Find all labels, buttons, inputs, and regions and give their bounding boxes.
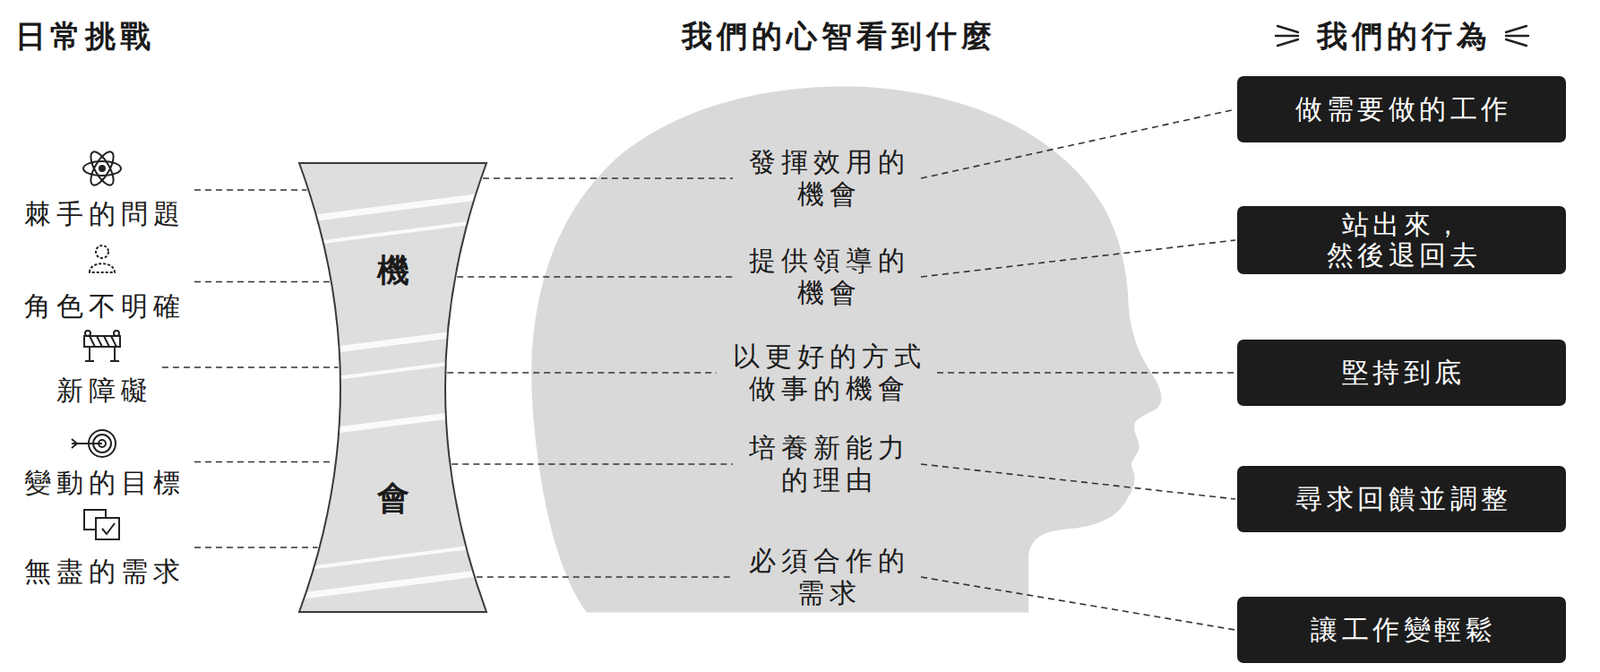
lens-character: 會	[377, 480, 410, 517]
dashed-connector	[920, 576, 1236, 630]
behavior-label: 讓工作變輕鬆	[1307, 614, 1497, 646]
dashed-connector	[476, 576, 733, 578]
person-icon	[89, 245, 115, 273]
challenge-item: 角色不明確	[11, 238, 193, 326]
behavior-label: 做需要做的工作	[1291, 94, 1513, 125]
atom-icon	[83, 148, 121, 189]
lens-highlight	[294, 195, 491, 597]
mind-item: 培養新能力 的理由	[734, 426, 920, 502]
mind-item: 提供領導的 機會	[734, 239, 920, 315]
target-icon	[71, 430, 116, 457]
column-header: 日常挑戰	[10, 17, 156, 54]
behavior-box: 讓工作變輕鬆	[1237, 596, 1566, 663]
mind-label: 培養新能力 的理由	[743, 431, 911, 497]
dashed-connector	[194, 461, 335, 464]
mind-label: 必須合作的 需求	[743, 544, 911, 610]
column-header: 我們的心智看到什麼	[677, 17, 998, 54]
lens-border	[299, 163, 487, 612]
behavior-label: 站出來， 然後退回去	[1322, 209, 1481, 271]
challenge-label: 角色不明確	[18, 291, 186, 322]
challenge-label: 新障礙	[51, 375, 154, 406]
lens-character: 機	[377, 252, 410, 289]
challenge-item: 無盡的需求	[11, 504, 193, 591]
mind-item: 以更好的方式 做事的機會	[718, 335, 936, 411]
challenge-item: 新障礙	[43, 325, 161, 410]
behavior-label: 尋求回饋並調整	[1291, 483, 1513, 515]
column-header: 我們的行為	[1312, 17, 1493, 54]
mind-label: 提供領導的 機會	[743, 244, 911, 310]
lens-fill	[299, 163, 487, 612]
dashed-connector	[194, 281, 330, 284]
dashed-connector	[451, 463, 733, 465]
behavior-box: 做需要做的工作	[1237, 76, 1566, 143]
mind-label: 發揮效用的 機會	[743, 146, 911, 211]
dashed-connector	[920, 240, 1236, 277]
dashed-connector	[456, 275, 733, 278]
head-silhouette	[531, 86, 1162, 613]
behavior-box: 堅持到底	[1237, 339, 1566, 406]
behavior-label: 堅持到底	[1337, 357, 1466, 388]
challenge-item: 變動的目標	[11, 421, 193, 502]
dashed-connector	[920, 464, 1236, 499]
behavior-box: 站出來， 然後退回去	[1237, 206, 1566, 275]
mind-item: 發揮效用的 機會	[734, 140, 920, 216]
dashed-connector	[194, 189, 307, 191]
opportunity-lens: 機會	[299, 163, 487, 612]
challenge-item: 棘手的問題	[11, 146, 193, 233]
dashed-connector	[920, 109, 1236, 179]
challenge-label: 變動的目標	[18, 467, 186, 499]
dashed-connector	[937, 371, 1236, 374]
dashed-connector	[482, 177, 733, 180]
mind-item: 必須合作的 需求	[734, 539, 920, 615]
dashed-connector	[447, 371, 717, 374]
challenge-label: 無盡的需求	[18, 556, 186, 587]
dashed-connector	[162, 366, 339, 369]
checklist-icon	[84, 509, 120, 540]
lens-outline	[299, 163, 487, 612]
dashed-connector	[194, 546, 319, 549]
behavior-box: 尋求回饋並調整	[1237, 465, 1566, 533]
mind-label: 以更好的方式 做事的機會	[727, 340, 927, 405]
challenge-label: 棘手的問題	[18, 198, 186, 230]
barrier-icon	[84, 330, 121, 362]
